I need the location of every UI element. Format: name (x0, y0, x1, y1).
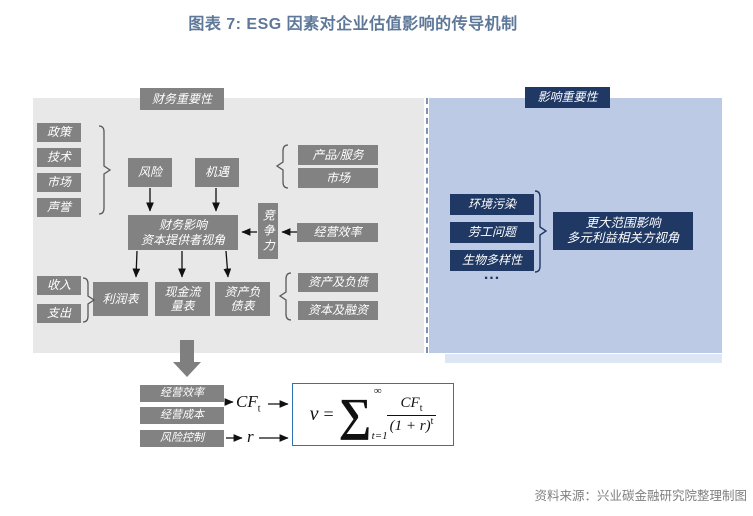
balance-sheet-box: 资产负 债表 (215, 282, 270, 316)
cash-flow-statement-box: 现金流 量表 (155, 282, 210, 316)
cf-var: CF (236, 392, 258, 411)
formula-equals: = (323, 404, 334, 424)
driver-market-box: 市场 (37, 173, 81, 192)
cf-sub: t (257, 403, 261, 415)
financial-impact-line1: 财务影响 (158, 218, 207, 233)
income-box: 收入 (37, 276, 81, 295)
income-statement-box: 利润表 (93, 282, 148, 316)
driver-policy-box: 政策 (37, 123, 81, 142)
balance-sheet-line2: 债表 (230, 299, 255, 313)
figure-title: 图表 7: ESG 因素对企业估值影响的传导机制 (188, 16, 518, 33)
financial-impact-line2: 资本提供者视角 (140, 232, 225, 247)
biodiversity-box: 生物多样性 (450, 250, 534, 271)
risk-box: 风险 (128, 158, 172, 187)
impact-panel-shadow (445, 354, 722, 363)
formula-fraction: CFt (1 + r)t (386, 395, 437, 435)
competitiveness-box: 竞争力 (258, 203, 278, 259)
financial-impact-box: 财务影响 资本提供者视角 (128, 215, 238, 250)
fraction-numerator: CFt (401, 395, 423, 414)
valuation-risk-control-box: 风险控制 (140, 430, 224, 447)
cash-flow-line2: 量表 (170, 299, 195, 313)
opportunity-box: 机遇 (195, 158, 239, 187)
dcf-formula-box: v = ∑ ∞ t=1 CFt (1 + r)t (292, 383, 454, 446)
sigma-lower-limit: t=1 (371, 429, 388, 442)
cash-flow-variable-label: CFt (236, 392, 261, 414)
expense-box: 支出 (37, 304, 81, 323)
assets-liabilities-box: 资产及负债 (298, 273, 378, 292)
market-right-box: 市场 (298, 168, 378, 188)
fraction-denominator: (1 + r)t (386, 414, 437, 435)
valuation-operating-efficiency-box: 经营效率 (140, 385, 224, 402)
denominator-sup: t (430, 415, 434, 427)
numerator-sub: t (419, 402, 423, 414)
discount-rate-variable-label: r (247, 427, 254, 446)
environmental-pollution-box: 环境污染 (450, 194, 534, 215)
driver-reputation-box: 声誉 (37, 198, 81, 217)
cash-flow-line1: 现金流 (164, 284, 201, 299)
denominator-expr: (1 + r) (389, 417, 431, 434)
labor-issues-box: 劳工问题 (450, 222, 534, 243)
operating-efficiency-box: 经营效率 (297, 223, 378, 242)
impact-materiality-header: 影响重要性 (525, 87, 610, 108)
formula-summation: ∑ ∞ t=1 (338, 385, 388, 442)
formula-lhs: v (309, 403, 319, 425)
wider-impact-line1: 更大范围影响 (585, 216, 661, 230)
panel-divider-dashed-line (426, 98, 428, 353)
sigma-symbol: ∑ (338, 388, 372, 440)
financial-materiality-header: 财务重要性 (140, 88, 224, 110)
source-note: 资料来源：兴业碳金融研究院整理制图 (534, 489, 747, 503)
wider-impact-line2: 多元利益相关方视角 (566, 231, 680, 245)
product-service-box: 产品/服务 (298, 145, 378, 165)
capital-financing-box: 资本及融资 (298, 301, 378, 320)
issues-ellipsis: ... (483, 266, 501, 283)
valuation-operating-cost-box: 经营成本 (140, 407, 224, 424)
numerator-var: CF (400, 394, 420, 411)
sigma-upper-limit: ∞ (373, 384, 382, 397)
balance-sheet-line1: 资产负 (224, 284, 261, 299)
wider-impact-box: 更大范围影响 多元利益相关方视角 (553, 212, 693, 250)
driver-technology-box: 技术 (37, 148, 81, 167)
